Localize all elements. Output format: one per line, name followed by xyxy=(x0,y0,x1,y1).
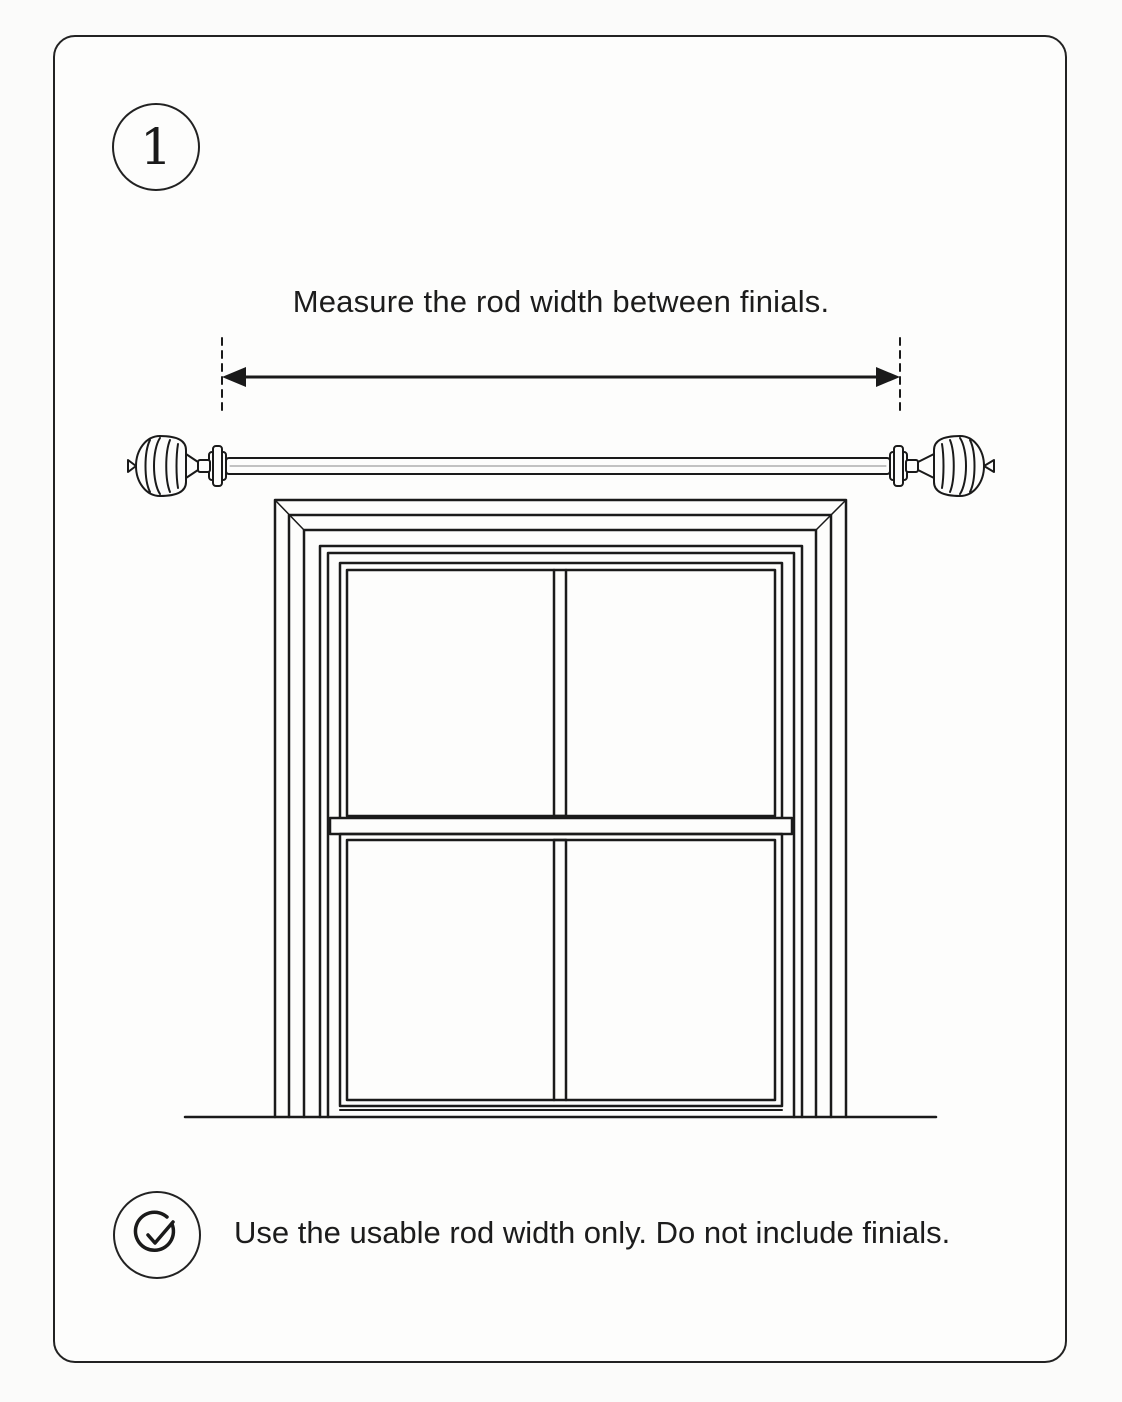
curtain-rod xyxy=(225,457,891,475)
check-circle-icon xyxy=(113,1191,201,1279)
instruction-heading: Measure the rod width between finials. xyxy=(292,284,830,319)
step-number: 1 xyxy=(140,118,172,176)
window-frame xyxy=(318,544,804,1119)
window-muntins xyxy=(552,568,568,1102)
step-number-badge: 1 xyxy=(112,103,200,191)
note-text: Use the usable rod width only. Do not in… xyxy=(234,1215,951,1250)
left-finial xyxy=(127,435,227,497)
instruction-card xyxy=(53,35,1067,1363)
right-finial xyxy=(889,435,995,497)
window-trim xyxy=(273,498,848,1119)
width-measure-arrow xyxy=(222,367,900,387)
